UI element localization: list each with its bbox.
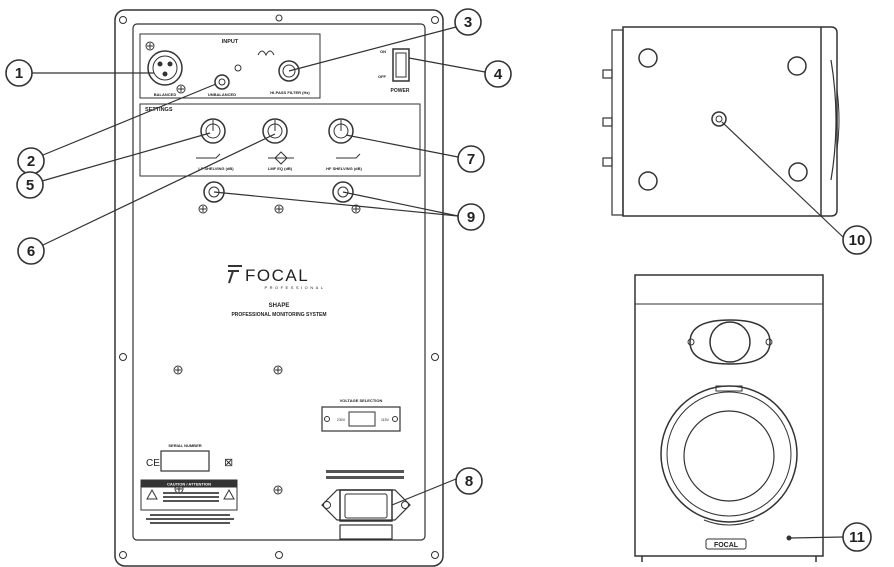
svg-text:11: 11 — [849, 529, 865, 546]
input-title: INPUT — [222, 39, 239, 45]
voltage-selector — [321, 406, 401, 432]
hf-shelving-label: HF SHELVING (dB) — [326, 166, 362, 171]
on-label: ON — [380, 49, 386, 54]
tweeter-plate — [689, 319, 771, 365]
mount-hole — [119, 551, 127, 559]
svg-text:3: 3 — [464, 14, 472, 31]
power-switch — [392, 48, 410, 82]
callout-6: 6 — [17, 237, 45, 265]
balanced-label: BALANCED — [154, 92, 177, 97]
xlr-connector — [147, 50, 183, 86]
voltage-selection-label: VOLTAGE SELECTION — [340, 398, 383, 403]
rubber-foot — [638, 48, 658, 68]
mount-hole — [431, 353, 439, 361]
svg-text:8: 8 — [465, 473, 473, 490]
mount-hole — [119, 353, 127, 361]
unbalanced-label: UNBALANCED — [208, 92, 236, 97]
rubber-foot — [638, 171, 658, 191]
v115-label: 115V — [381, 418, 390, 422]
brand-logo: FOCAL — [245, 266, 309, 285]
back-panel-inner — [132, 23, 426, 541]
input-section — [139, 33, 321, 99]
focal-logo-icon — [228, 265, 242, 284]
lmf-eq-knob — [262, 118, 294, 165]
callout-5: 5 — [16, 171, 44, 199]
front-cabinet — [634, 274, 824, 557]
model-name: SHAPE — [269, 303, 290, 309]
weee-icon: ⊠ — [224, 457, 233, 469]
front-view — [634, 274, 824, 562]
brand-subtitle: PROFESSIONAL — [264, 285, 325, 290]
svg-text:9: 9 — [467, 209, 475, 226]
side-front-edge — [821, 26, 838, 217]
screw-insert — [332, 181, 354, 203]
rubber-foot — [787, 56, 807, 76]
lmf-eq-label: LMF EQ (dB) — [268, 166, 293, 171]
lf-shelving-label: LF SHELVING (dB) — [198, 166, 234, 171]
ce-mark: CE — [146, 458, 160, 469]
side-connectors — [602, 69, 613, 167]
woofer-surround — [660, 385, 798, 523]
screw-insert — [203, 181, 225, 203]
svg-text:2: 2 — [27, 153, 35, 170]
svg-text:7: 7 — [467, 151, 475, 168]
settings-section — [139, 103, 421, 177]
svg-text:5: 5 — [26, 177, 34, 194]
serial-number-box — [160, 450, 210, 472]
hipass-label: HI-PASS FILTER (Hz) — [270, 90, 310, 95]
hipass-knob — [278, 60, 300, 82]
lf-shelving-knob — [196, 118, 226, 159]
power-label: POWER — [391, 88, 410, 94]
callout-2: 2 — [17, 147, 45, 175]
settings-title: SETTINGS — [145, 107, 173, 113]
power-inlet — [321, 489, 411, 540]
svg-text:10: 10 — [849, 232, 866, 249]
rubber-foot — [788, 162, 808, 182]
v230-label: 230V — [337, 418, 346, 422]
model-subtitle: PROFESSIONAL MONITORING SYSTEM — [231, 312, 326, 318]
mount-hole — [275, 14, 283, 22]
svg-text:4: 4 — [494, 66, 503, 83]
tweeter-icon — [709, 321, 751, 363]
off-label: OFF — [378, 74, 387, 79]
callout-4: 4 — [484, 60, 512, 88]
threaded-insert — [711, 111, 727, 127]
front-brand-logo: FOCAL — [714, 542, 739, 549]
woofer-cone — [683, 410, 775, 502]
mount-hole — [431, 16, 439, 24]
mount-hole — [431, 551, 439, 559]
back-panel-labels: INPUT BALANCED UNBALANCED HI-PASS FILTER… — [145, 39, 410, 487]
svg-text:6: 6 — [27, 243, 35, 260]
side-view — [602, 26, 840, 217]
callout-8: 8 — [455, 467, 483, 495]
back-panel — [114, 9, 444, 567]
jack-connector — [214, 74, 230, 90]
callouts: 1 2 3 4 5 6 7 8 — [5, 8, 872, 552]
mount-hole — [275, 551, 283, 559]
back-panel-outer — [114, 9, 444, 567]
callout-3: 3 — [454, 8, 482, 36]
caution-title: CAUTION / ATTENTION — [167, 482, 211, 487]
mount-hole — [119, 16, 127, 24]
callout-1: 1 — [5, 59, 33, 87]
callout-11: 11 — [842, 522, 872, 552]
callout-7: 7 — [457, 145, 485, 173]
serial-number-label: SERIAL NUMBER — [168, 443, 201, 448]
svg-text:1: 1 — [15, 65, 23, 82]
callout-10: 10 — [842, 225, 872, 255]
hf-shelving-knob — [328, 118, 361, 159]
leader-lines — [32, 26, 844, 539]
callout-9: 9 — [457, 203, 485, 231]
